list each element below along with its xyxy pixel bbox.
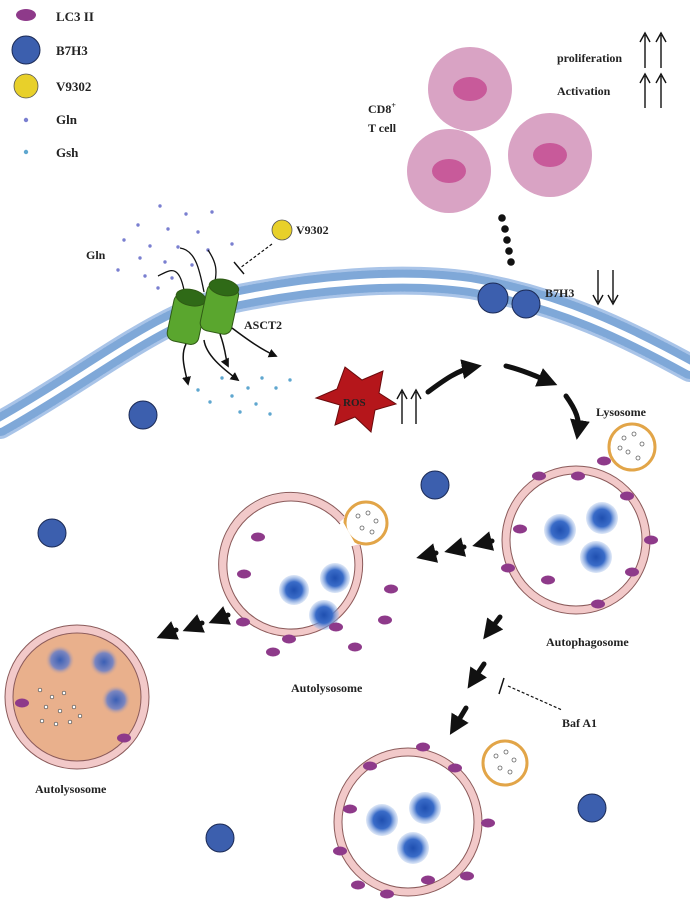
b7h3-free-2 xyxy=(420,470,450,500)
bafa1-inhibition-bar xyxy=(498,677,505,695)
activation-label: Activation xyxy=(557,84,611,98)
asct2-transporter xyxy=(166,278,240,345)
lc3-legend-swatch xyxy=(16,9,36,21)
proliferation-up-arrows xyxy=(639,31,667,68)
fusion-arrows xyxy=(416,531,495,563)
cd8-label: CD8+ xyxy=(368,101,396,116)
autophagosome-accumulated xyxy=(333,742,495,899)
cell-membrane xyxy=(0,266,690,439)
tcell-1-nucleus xyxy=(453,77,487,101)
degraded-particles xyxy=(37,687,83,727)
lysosome-label: Lysosome xyxy=(596,405,647,419)
gsh-legend-swatch xyxy=(23,149,29,155)
autolysosome-middle xyxy=(218,491,398,657)
degradation-arrows xyxy=(156,606,231,640)
b7h3-label: B7H3 xyxy=(545,286,574,300)
v9302-label: V9302 xyxy=(296,223,329,237)
gln-legend-swatch xyxy=(23,117,29,123)
gsh-legend-label: Gsh xyxy=(56,145,79,160)
b7h3-down-arrows xyxy=(592,270,619,306)
ros-star xyxy=(314,366,398,433)
ros-b7h3-flow-arrows xyxy=(425,359,590,440)
cd8-label-main: CD8 xyxy=(368,102,391,116)
tcell-group xyxy=(407,47,592,213)
autophagosome xyxy=(501,456,658,615)
asct2-label: ASCT2 xyxy=(244,318,282,332)
blocked-flux-arrows xyxy=(449,614,504,735)
autophagosome-lc3 xyxy=(501,456,658,609)
interaction-dots xyxy=(498,214,515,266)
gln-legend-label: Gln xyxy=(56,112,78,127)
autolysosome-final-label: Autolysosome xyxy=(35,782,107,796)
gln-label: Gln xyxy=(86,248,106,262)
bafa1-inhibition-line xyxy=(507,685,563,711)
v9302-legend-swatch xyxy=(13,73,39,99)
b7h3-legend-swatch xyxy=(11,35,41,65)
lc3-legend-label: LC3 II xyxy=(56,9,94,24)
gsh-molecules-intracellular xyxy=(196,376,292,416)
tcell-label: T cell xyxy=(368,121,397,135)
autolysosome-middle-label: Autolysosome xyxy=(291,681,363,695)
activation-up-arrows xyxy=(639,72,667,108)
ros-up-arrows xyxy=(396,388,422,424)
gln-molecules-extracellular xyxy=(116,204,234,290)
asct2-cylinder-left xyxy=(166,288,207,345)
gln-efflux-arrows xyxy=(182,327,278,386)
tcell-2-nucleus xyxy=(432,159,466,183)
b7h3-free-4 xyxy=(205,823,235,853)
b7h3-free-3 xyxy=(37,518,67,548)
v9302-inhibition-bar xyxy=(233,261,245,275)
legend: LC3 II B7H3 V9302 Gln Gsh xyxy=(11,9,94,160)
lysosome-bottom xyxy=(481,739,529,787)
cd8-label-sup: + xyxy=(391,101,396,110)
autolysosome-middle-lc3 xyxy=(236,532,398,657)
b7h3-free-1 xyxy=(128,400,158,430)
autolysosome-final xyxy=(4,624,150,770)
ros-label: ROS xyxy=(343,397,366,409)
autolysosome-final-lc3-1 xyxy=(15,698,29,708)
autolysosome-final-lc3-2 xyxy=(117,733,131,743)
b7h3-membrane-1 xyxy=(477,282,509,314)
b7h3-free-5 xyxy=(577,793,607,823)
proliferation-label: proliferation xyxy=(557,51,622,65)
b7h3-legend-label: B7H3 xyxy=(56,43,88,58)
bafa1-label: Baf A1 xyxy=(562,716,597,730)
lysosome-fusing xyxy=(343,500,389,546)
tcell-3-nucleus xyxy=(533,143,567,167)
lysosome-top xyxy=(607,422,657,472)
b7h3-membrane-2 xyxy=(511,289,541,319)
v9302-legend-label: V9302 xyxy=(56,79,91,94)
autophagosome-accumulated-lc3 xyxy=(333,742,495,899)
asct2-cylinder-right xyxy=(199,278,240,335)
autophagosome-label: Autophagosome xyxy=(546,635,629,649)
v9302-molecule xyxy=(271,219,293,241)
v9302-inhibition-line xyxy=(239,243,273,269)
